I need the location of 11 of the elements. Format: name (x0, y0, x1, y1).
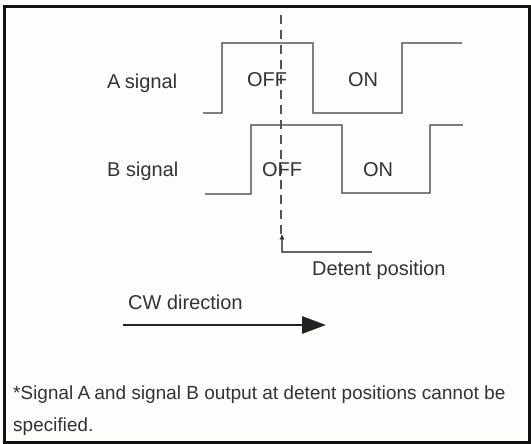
state-label: OFF (247, 69, 287, 91)
state-label: ON (363, 159, 393, 181)
signal-name: B signal (107, 159, 178, 181)
direction-label: CW direction (128, 292, 242, 314)
state-label: ON (348, 69, 378, 91)
dashed-line (280, 15, 282, 235)
state-label: OFF (262, 159, 302, 181)
signal-name: A signal (107, 71, 178, 93)
detent-position-label: Detent position (312, 258, 446, 280)
leader-line (280, 234, 372, 253)
footnote: *Signal A and signal B output at detent positions cannot be specified. (13, 382, 506, 438)
